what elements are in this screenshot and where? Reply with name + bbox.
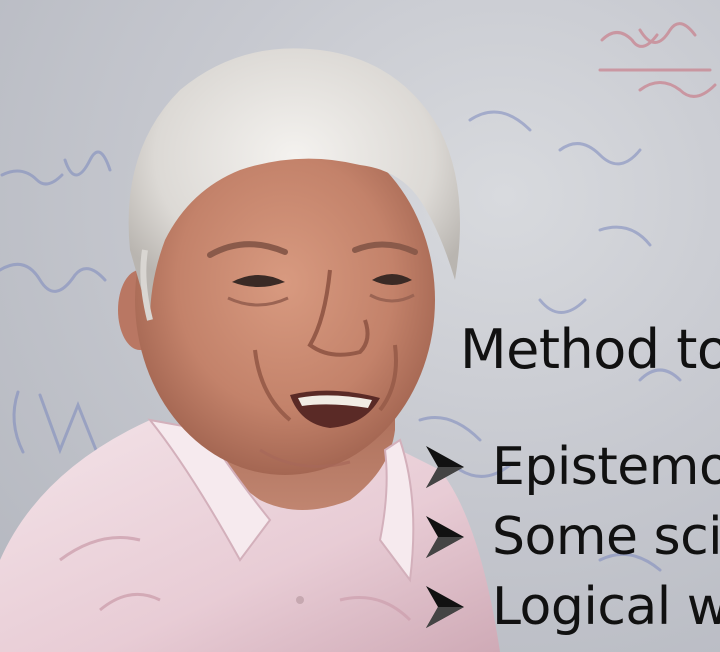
arrow-bullet-icon [426, 586, 464, 628]
arrow-bullet-icon [426, 446, 464, 488]
hair [128, 48, 461, 320]
arrow-bullet-icon [426, 516, 464, 558]
slide-heading: Method to [460, 318, 720, 381]
bullet-text: Some scie [492, 507, 720, 567]
bullet-text: Epistemo [492, 437, 720, 497]
bullet-text: Logical w [492, 577, 720, 637]
